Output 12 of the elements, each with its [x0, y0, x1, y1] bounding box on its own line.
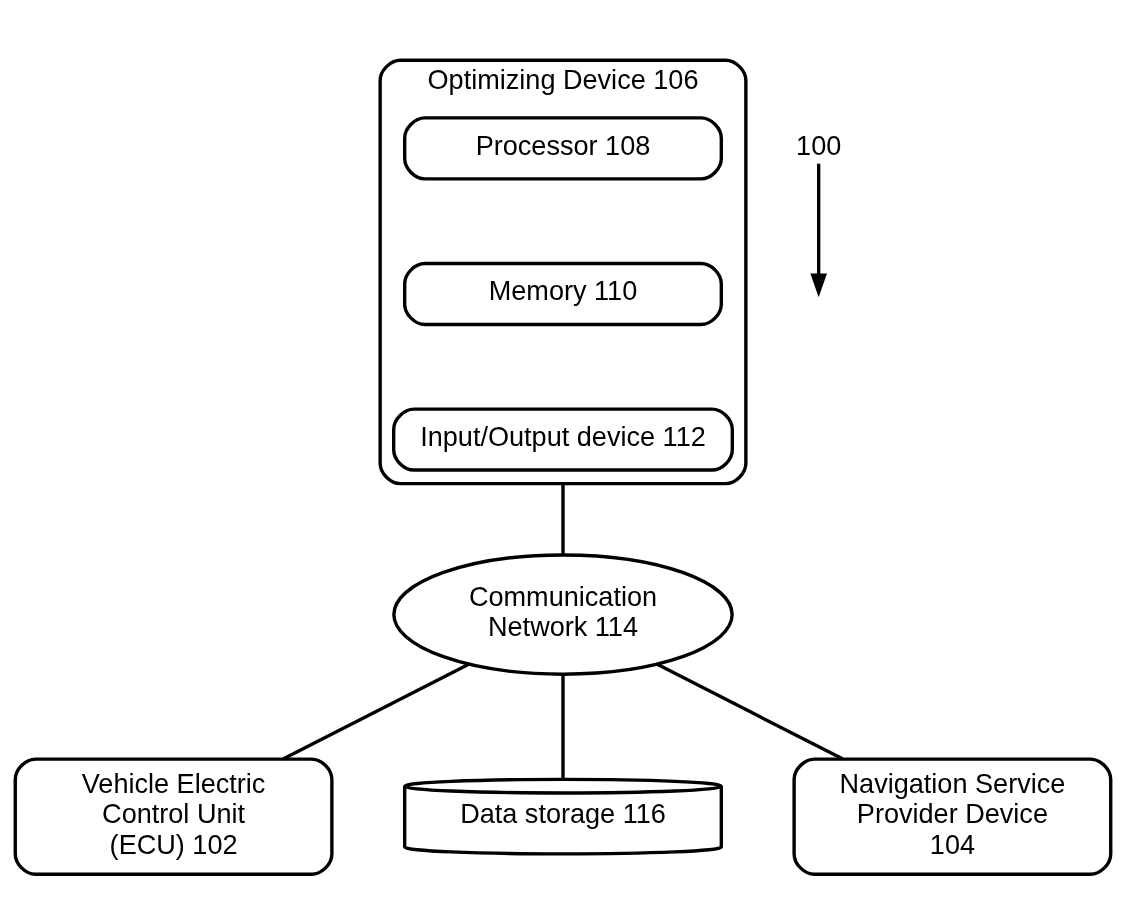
connector	[561, 674, 565, 780]
node-box: Input/Output device 112	[392, 407, 734, 472]
node-ellipse: Communication Network 114	[392, 553, 734, 676]
node-box: Vehicle Electric Control Unit (ECU) 102	[13, 757, 334, 876]
node-box: Navigation Service Provider Device 104	[792, 757, 1113, 876]
connector	[561, 483, 565, 555]
node-text: 100	[796, 129, 842, 161]
arrow	[810, 163, 827, 298]
node-box: Processor 108	[403, 116, 723, 181]
connector	[282, 662, 470, 761]
connector	[656, 662, 844, 761]
node-box: Memory 110	[403, 261, 723, 327]
